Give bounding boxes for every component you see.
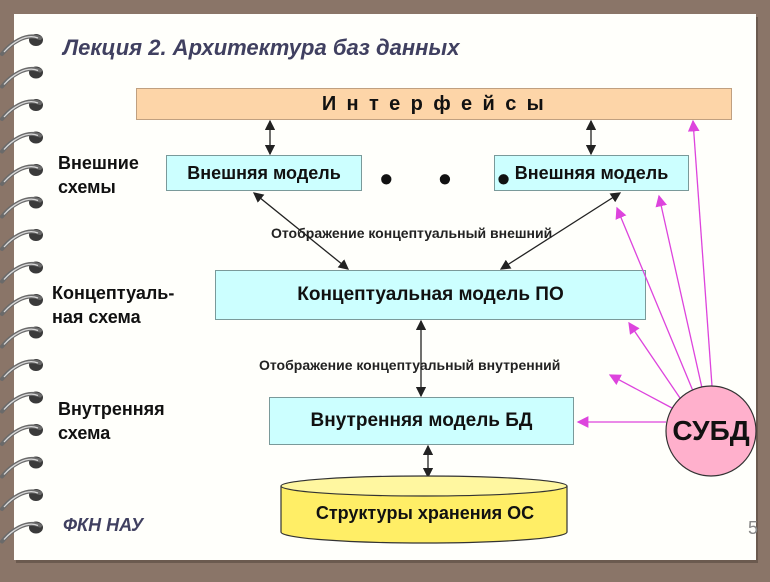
binding-ring-highlight (3, 491, 39, 508)
binding-ring-highlight (3, 231, 39, 248)
page-number: 5 (748, 518, 759, 538)
binding-ring-highlight (3, 296, 39, 313)
page-title: Лекция 2. Архитектура баз данных (63, 35, 460, 60)
internal-model-box: Внутренняя модель БД (269, 397, 574, 445)
dbms-label: СУБД (672, 415, 750, 446)
arrow-external-left-conceptual (252, 192, 350, 270)
arrow-dbms-external-mapping (615, 206, 694, 392)
arrow-dbms-external-edge (655, 194, 703, 389)
conceptual-model-box: Концептуальная модель ПО (215, 270, 646, 320)
storage-label: Структуры хранения ОС (315, 502, 535, 523)
binding-ring-highlight (3, 263, 39, 280)
binding-ring-highlight (3, 101, 39, 118)
binding-ring-highlight (3, 523, 39, 540)
external-model-right-box: Внешняя модель (494, 155, 689, 191)
mapping-conceptual-internal-label: Отображение концептуальный внутренний (259, 357, 561, 373)
binding-ring-highlight (3, 328, 39, 345)
binding-ring-highlight (3, 361, 39, 378)
arrow-dbms-conceptual (628, 321, 681, 399)
conceptual-schema-label: Концептуаль- ная схема (52, 283, 175, 327)
internal-schema-label: Внутренняя схема (58, 399, 165, 443)
binding-ring-highlight (3, 458, 39, 475)
arrow-external-right-conceptual (499, 192, 622, 270)
binding-ring-highlight (3, 426, 39, 443)
dbms-circle (665, 385, 757, 477)
binding-ring-highlight (3, 393, 39, 410)
spiral-rings-icon (0, 34, 43, 544)
spiral-binding (0, 0, 50, 577)
binding-ring-highlight (3, 133, 39, 150)
storage-cylinder (280, 475, 568, 544)
binding-ring-highlight (3, 198, 39, 215)
footer-label: ФКН НАУ (63, 515, 144, 535)
ellipsis: • • • (380, 158, 528, 199)
interfaces-box: И н т е р ф е й с ы (136, 88, 732, 120)
binding-ring-highlight (3, 166, 39, 183)
arrow-dbms-internal-mapping (608, 374, 673, 409)
external-schemas-label: Внешние схемы (58, 153, 139, 197)
binding-ring-highlight (3, 36, 39, 53)
arrow-dbms-interface (687, 119, 713, 387)
external-model-left-box: Внешняя модель (166, 155, 362, 191)
binding-ring-highlight (3, 68, 39, 85)
